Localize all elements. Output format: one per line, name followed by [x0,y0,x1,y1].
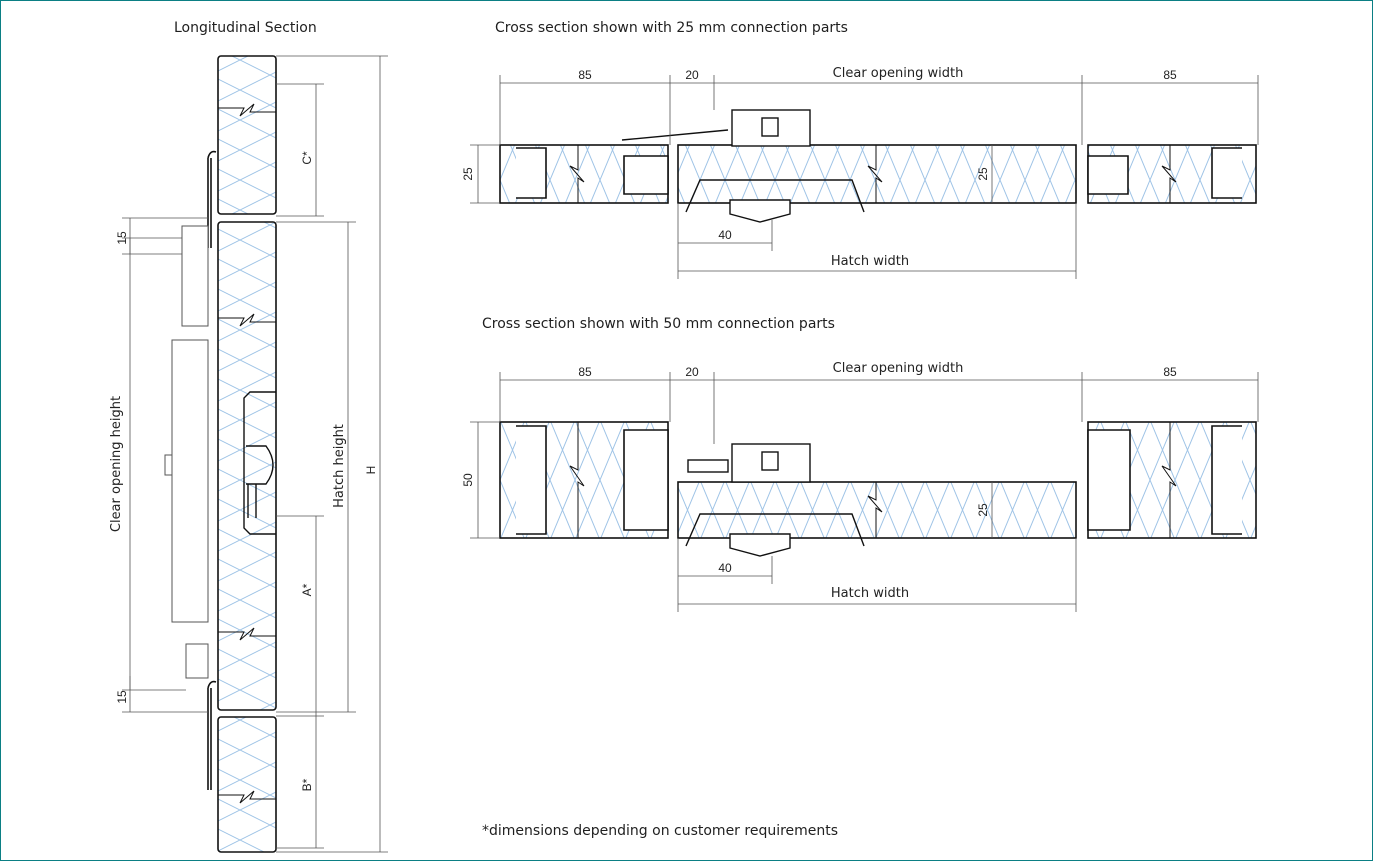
cross50-panels [499,421,1257,539]
longitudinal-seals [207,150,217,790]
longitudinal-handle [243,391,276,535]
hatch-height-label: Hatch height [332,424,347,508]
cross-section-25: 85 20 Clear opening width 85 25 25 40 Ha… [461,66,1259,279]
cross-section-50: 85 20 Clear opening width 85 50 25 40 Ha… [461,361,1259,612]
cross50-handle [685,443,865,557]
cross50-thickness: 50 [461,473,475,487]
cross25-dimensions [470,75,1259,279]
cross25-clear-opening-width: Clear opening width [833,66,964,81]
cross-section-25-title: Cross section shown with 25 mm connectio… [495,20,848,36]
cross25-left-width: 85 [578,68,592,82]
longitudinal-break-marks [218,103,276,804]
cross25-right-width: 85 [1163,68,1177,82]
longitudinal-section: Clear opening height Hatch height H A* B… [109,55,388,853]
cross-section-50-title: Cross section shown with 50 mm connectio… [482,316,835,332]
longitudinal-hardware [164,225,209,679]
cross50-break-marks [569,422,1177,538]
longitudinal-section-title: Longitudinal Section [174,20,317,36]
cross50-hatch-thickness: 25 [976,503,990,517]
longitudinal-panels [217,55,277,853]
cross50-clear-opening-width: Clear opening width [833,361,964,376]
dimension-a-label: A* [300,583,314,596]
cross50-gap: 20 [685,365,699,379]
cross25-handle [621,109,865,223]
gap-top-label: 15 [115,231,129,245]
cross25-panels [499,144,1257,204]
gap-bottom-label: 15 [115,690,129,704]
clear-opening-height-label: Clear opening height [109,396,124,532]
cross25-gap: 20 [685,68,699,82]
cross50-dimensions [470,372,1259,612]
cross50-left-width: 85 [578,365,592,379]
cross25-offset: 40 [718,228,732,242]
cross25-break-marks [569,145,1177,203]
dimension-b-label: B* [300,778,314,791]
cross25-thickness: 25 [461,167,475,181]
cross50-hatch-width: Hatch width [831,586,909,601]
cross50-offset: 40 [718,561,732,575]
longitudinal-dimensions [122,55,388,853]
cross50-right-width: 85 [1163,365,1177,379]
footnote: *dimensions depending on customer requir… [482,823,839,839]
cross25-hatch-width: Hatch width [831,254,909,269]
overall-height-label: H [364,466,378,475]
cross25-hatch-thickness: 25 [976,167,990,181]
dimension-c-label: C* [300,151,314,165]
